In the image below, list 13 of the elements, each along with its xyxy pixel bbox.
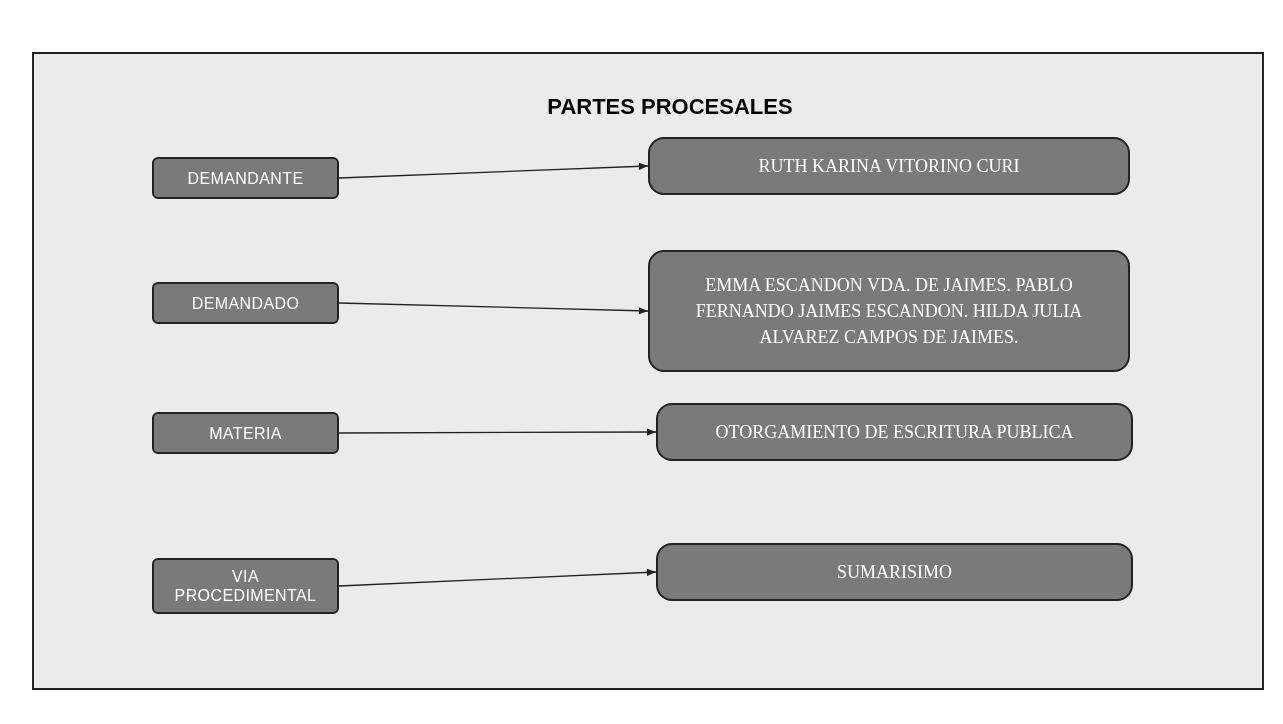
value-box: RUTH KARINA VITORINO CURI	[648, 137, 1130, 195]
arrow	[338, 302, 649, 315]
label-box: DEMANDADO	[152, 282, 339, 324]
label-box: VIA PROCEDIMENTAL	[152, 558, 339, 614]
arrow	[338, 568, 657, 587]
value-box: SUMARISIMO	[656, 543, 1133, 601]
label-box: DEMANDANTE	[152, 157, 339, 199]
title: PARTES PROCESALES	[546, 93, 794, 121]
value-box: OTORGAMIENTO DE ESCRITURA PUBLICA	[656, 403, 1133, 461]
value-box: EMMA ESCANDON VDA. DE JAIMES. PABLO FERNANDO JAIMES ESCANDON. HILDA JULIA ALVAREZ CAMPOS DE JAIMES.	[648, 250, 1130, 372]
arrow	[338, 428, 657, 436]
arrow	[338, 162, 649, 179]
label-box: MATERIA	[152, 412, 339, 454]
